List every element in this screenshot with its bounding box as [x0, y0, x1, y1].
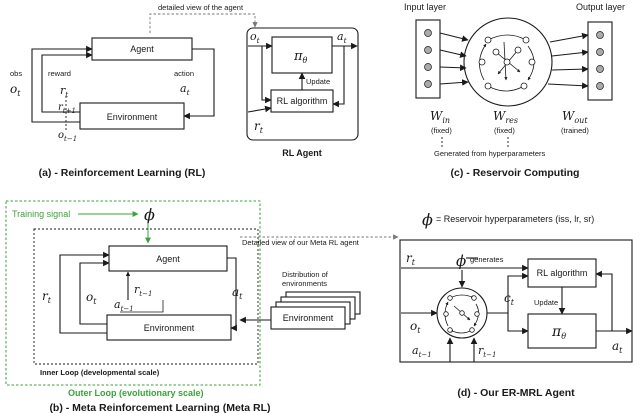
- reward-symbol-d: rt: [406, 251, 416, 267]
- outer-loop-label: Outer Loop (evolutionary scale): [68, 388, 204, 398]
- reward-symbol: rt: [60, 84, 69, 99]
- inner-loop-frame: [33, 228, 259, 365]
- env-stack-label: Environment: [283, 313, 334, 323]
- generated-label: Generated from hyperparameters: [434, 149, 546, 158]
- w-out-symbol: Wout: [562, 109, 588, 125]
- hyperparameter-label: = Reservoir hyperparameters (iss, lr, sr…: [436, 214, 594, 224]
- w-out-note: (trained): [561, 126, 589, 135]
- action-symbol-b: at: [232, 285, 243, 301]
- w-in-note: (fixed): [431, 126, 452, 135]
- panel-a: detailed view of the agent Agent Environ…: [10, 3, 258, 179]
- action-symbol-a2: at: [337, 30, 348, 45]
- rl-algorithm-label-d: RL algorithm: [537, 268, 588, 278]
- obs-label: obs: [10, 69, 22, 78]
- training-signal-label: Training signal: [12, 209, 70, 219]
- reward-symbol-b: rt: [42, 289, 52, 305]
- reward-next-symbol: rt+1: [58, 102, 76, 115]
- reward-symbol-a2: rt: [254, 119, 264, 135]
- phi-symbol-d: ϕ: [422, 210, 433, 229]
- panel-b: Training signal ϕ Agent Environment rt o…: [5, 200, 399, 413]
- environment-box-b: [106, 314, 232, 341]
- a-prev-symbol-b: at−1: [114, 298, 134, 313]
- action-symbol: at: [180, 82, 191, 97]
- input-layer-label: Input layer: [404, 2, 446, 12]
- phi-symbol-b: ϕ: [144, 205, 155, 224]
- er-mrl-frame: [399, 239, 633, 363]
- w-res-note: (fixed): [494, 126, 515, 135]
- output-layer-label: Output layer: [576, 2, 625, 12]
- rl-algorithm-label: RL algorithm: [277, 96, 328, 106]
- obs-symbol-b: ot: [86, 290, 97, 306]
- action-label: action: [174, 69, 194, 78]
- caption-a: (a) - Reinforcement Learning (RL): [39, 167, 206, 179]
- environment-stack: [270, 306, 346, 330]
- caption-d: (d) - Our ER-MRL Agent: [457, 387, 575, 399]
- agent-label-b: Agent: [156, 254, 180, 264]
- environment-label-b: Environment: [144, 323, 195, 333]
- policy-symbol: πθ: [293, 49, 308, 65]
- caption-c: (c) - Reservoir Computing: [451, 167, 580, 179]
- w-res-symbol: Wres: [493, 109, 518, 125]
- obs-prev-symbol: ot−1: [58, 130, 77, 143]
- update-label: Update: [306, 77, 330, 86]
- obs-symbol-d: ot: [410, 319, 421, 335]
- outer-loop-frame: [5, 200, 261, 386]
- w-in-symbol: Win: [430, 109, 450, 125]
- rl-agent-title: RL Agent: [282, 148, 322, 158]
- policy-box: [271, 36, 333, 74]
- reward-label: reward: [48, 69, 71, 78]
- r-prev-symbol-d: rt−1: [478, 344, 496, 359]
- obs-symbol-a2: ot: [250, 30, 261, 45]
- obs-symbol: ot: [10, 82, 21, 98]
- action-symbol-d: at: [612, 339, 623, 355]
- distribution-label: Distribution of: [282, 270, 329, 279]
- c-symbol-d: ct: [504, 291, 515, 307]
- environments-label: environments: [282, 279, 327, 288]
- generates-label: generates: [470, 255, 504, 264]
- policy-symbol-d: πθ: [551, 324, 566, 341]
- panel-rl-agent: πθ RL algorithm Update ot at rt RL Agent: [246, 27, 359, 158]
- a-prev-symbol-d: at−1: [412, 344, 432, 359]
- panel-d: ϕ = Reservoir hyperparameters (iss, lr, …: [399, 210, 633, 399]
- detail-view-label: detailed view of the agent: [158, 3, 244, 12]
- detail-view-meta-label: Detailed view of our Meta RL agent: [242, 238, 360, 247]
- environment-box: [79, 102, 185, 130]
- agent-label: Agent: [130, 44, 154, 54]
- caption-b: (b) - Meta Reinforcement Learning (Meta …: [49, 402, 270, 413]
- inner-loop-label: Inner Loop (developmental scale): [40, 368, 160, 377]
- environment-label: Environment: [107, 112, 158, 122]
- panel-c: Input layer Output layer: [404, 2, 625, 179]
- policy-box-d: [527, 313, 597, 349]
- phi-symbol-d-inner: ϕ: [456, 252, 466, 270]
- agent-box-b: [108, 245, 228, 272]
- update-label-d: Update: [534, 298, 558, 307]
- r-prev-symbol-b: rt−1: [134, 283, 152, 298]
